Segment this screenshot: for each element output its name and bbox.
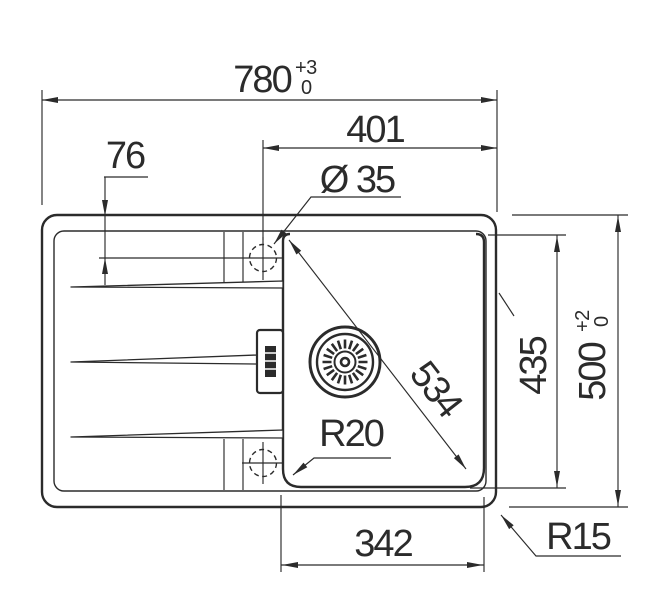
dim-value-r20: R20	[319, 413, 384, 455]
dim-lines	[288, 239, 467, 470]
dim-tolerance-minus: 0	[591, 316, 613, 327]
dim-arrow	[615, 216, 621, 232]
dim-value-401: 401	[346, 109, 404, 151]
dim-rim-to-hole: 76	[99, 135, 283, 285]
dim-value-780: 780	[233, 59, 291, 101]
radius-r15-leader: R15	[500, 514, 621, 558]
drain-inner-ring	[333, 350, 357, 374]
dim-arrow	[481, 97, 497, 103]
dim-arrow	[102, 258, 108, 274]
bowl-outline	[281, 232, 486, 489]
dim-hole-diameter-leader: Ø 35	[273, 159, 401, 245]
dim-tolerance-minus: 0	[301, 77, 312, 99]
tap-hole-crosshair	[242, 442, 284, 484]
sink-body	[40, 213, 515, 509]
sink-inner-rim-outline	[53, 230, 487, 492]
dim-arrow	[453, 454, 466, 469]
dim-arrow	[42, 97, 58, 103]
dim-value-76: 76	[106, 135, 145, 177]
dim-bowl-width: 342	[280, 495, 485, 572]
tap-hole-bottom	[242, 442, 284, 484]
edge-tick	[498, 292, 515, 317]
dim-lines	[262, 140, 497, 240]
dim-lines	[509, 214, 628, 508]
dim-arrow	[554, 236, 560, 252]
leader-line	[292, 457, 391, 476]
dim-value-435: 435	[513, 336, 555, 394]
leader-line	[500, 514, 621, 557]
dim-overall-depth: 500 +2 0	[509, 214, 628, 508]
leader-arrow	[274, 229, 287, 244]
sink-outer-outline	[40, 213, 498, 509]
drain-ring	[315, 332, 375, 392]
leader-arrow	[501, 515, 514, 530]
dim-arrow	[289, 240, 302, 255]
dim-arrow	[282, 562, 298, 568]
leader-line	[273, 196, 401, 245]
drain-outer-ring	[308, 325, 382, 399]
overflow-fitting	[255, 328, 285, 395]
dim-lines	[280, 495, 485, 572]
drain-center-hole	[339, 356, 351, 368]
dim-inner-depth: 435	[470, 234, 566, 489]
dim-tolerance-plus: +2	[572, 310, 594, 332]
dim-arrow	[102, 200, 108, 216]
dim-value-dia35: Ø 35	[320, 159, 395, 201]
drainboard-rib	[70, 354, 258, 365]
drain-spokes	[322, 339, 368, 385]
dim-value-534: 534	[401, 354, 471, 427]
dim-arrow	[263, 145, 279, 151]
leader-arrow	[293, 462, 308, 475]
dim-lines	[41, 90, 498, 212]
dim-value-500: 500	[572, 342, 614, 400]
dim-overall-width: 780 +3 0	[41, 57, 498, 212]
dim-arrow	[481, 145, 497, 151]
overflow-grille-slots	[265, 352, 276, 370]
dim-hole-offset: 401	[262, 109, 497, 240]
drainboard-rib	[70, 280, 284, 289]
dim-value-r15: R15	[546, 516, 611, 558]
dim-arrow	[467, 562, 483, 568]
radius-r20-leader: R20	[292, 413, 391, 476]
drainboard-rib	[70, 429, 284, 439]
dim-arrow	[554, 471, 560, 487]
dim-arrow	[615, 490, 621, 506]
dim-lines	[470, 234, 566, 489]
dim-value-342: 342	[354, 523, 412, 565]
drain-strainer	[308, 325, 382, 399]
dim-tolerance-plus: +3	[295, 57, 317, 79]
